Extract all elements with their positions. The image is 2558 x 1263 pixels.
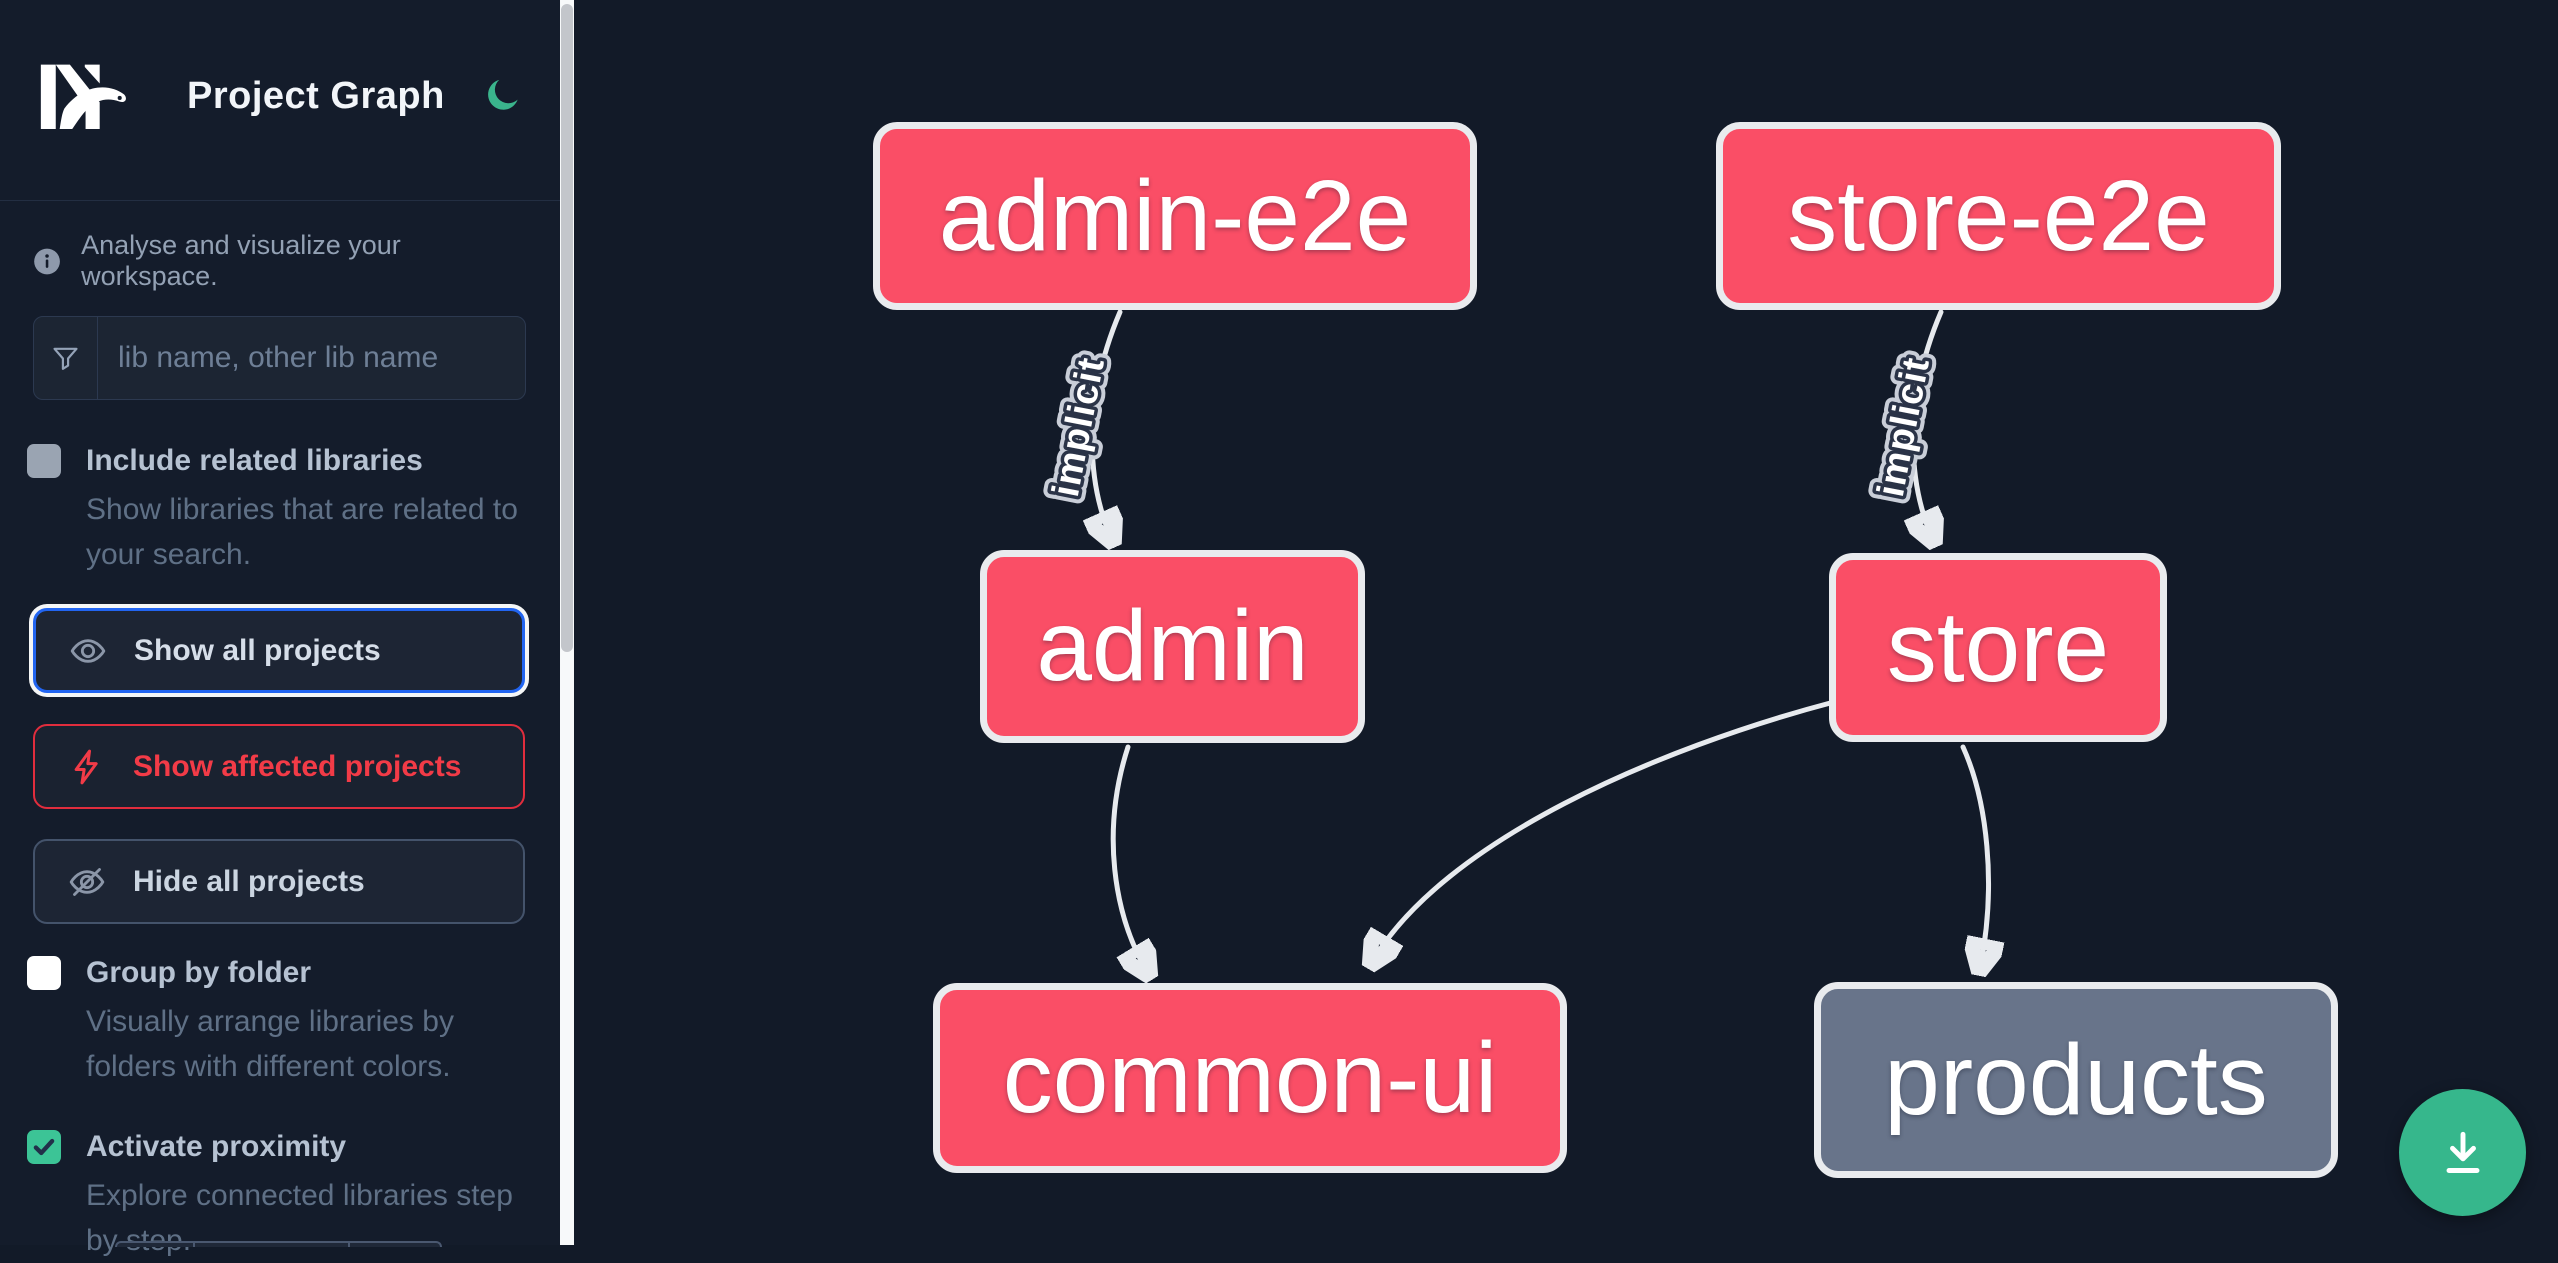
info-icon [34, 248, 60, 274]
show-affected-projects-button[interactable]: Show affected projects [33, 724, 525, 809]
moon-icon [488, 79, 518, 110]
button-label: Hide all projects [133, 864, 365, 898]
eye-slash-icon [69, 867, 105, 896]
checkbox-box[interactable] [27, 956, 61, 990]
nx-logo-icon [40, 64, 126, 129]
filter-icon [34, 317, 98, 399]
graph-node-products[interactable]: products [1814, 982, 2338, 1178]
checkbox-description: Explore connected libraries step by step… [86, 1179, 513, 1257]
edge-store-common-ui [1372, 699, 1837, 962]
search-input[interactable] [98, 317, 525, 399]
checkbox-include-related[interactable]: Include related libraries Show libraries… [27, 442, 527, 577]
button-label: Show affected projects [133, 749, 462, 783]
download-icon [2446, 1131, 2479, 1173]
info-row: Analyse and visualize your workspace. [33, 230, 530, 292]
edge-label-implicit: implicit [1870, 354, 1938, 500]
checkbox-box[interactable] [27, 444, 61, 478]
header-divider [0, 200, 560, 201]
sidebar: Project Graph Analyse and visualize your… [0, 0, 560, 1257]
checkbox-description: Show libraries that are related to your … [86, 493, 518, 571]
eye-icon [70, 638, 106, 663]
scrollbar-thumb[interactable] [561, 4, 573, 652]
theme-toggle-button[interactable] [480, 76, 520, 116]
sidebar-scrollbar[interactable] [560, 0, 574, 1245]
stepper-segment[interactable] [350, 1243, 440, 1247]
graph-edges: implicit implicit implicit implicit [1037, 309, 2558, 1245]
proximity-stepper [115, 1241, 442, 1247]
hide-all-projects-button[interactable]: Hide all projects [33, 839, 525, 924]
checkbox-group-by-folder[interactable]: Group by folder Visually arrange librari… [27, 954, 527, 1089]
download-graph-button[interactable] [2399, 1089, 2526, 1216]
search-box [33, 316, 526, 400]
bolt-icon [74, 749, 98, 784]
checkbox-label: Group by folder [86, 956, 311, 989]
stepper-segment[interactable] [117, 1243, 195, 1247]
checkbox-box[interactable] [27, 1130, 61, 1164]
graph-node-admin-e2e[interactable]: admin-e2e [873, 122, 1477, 310]
edge-admin-e2e-admin [1092, 309, 1120, 540]
edge-store-products [1963, 744, 1988, 968]
edge-label-implicit: implicit [1045, 354, 1113, 500]
checkbox-description: Visually arrange libraries by folders wi… [86, 1005, 454, 1083]
show-all-projects-button[interactable]: Show all projects [33, 608, 525, 693]
edge-store-e2e-store [1913, 309, 1941, 540]
graph-canvas[interactable]: implicit implicit implicit implicit admi… [574, 0, 2558, 1245]
graph-node-common-ui[interactable]: common-ui [933, 983, 1567, 1173]
graph-node-admin[interactable]: admin [980, 550, 1365, 743]
graph-node-store-e2e[interactable]: store-e2e [1716, 122, 2281, 310]
edge-admin-common-ui [1110, 744, 1148, 973]
page-title: Project Graph [187, 74, 445, 117]
sidebar-header: Project Graph [33, 56, 520, 136]
button-label: Show all projects [134, 633, 381, 667]
stepper-segment[interactable] [195, 1243, 350, 1247]
checkbox-label: Include related libraries [86, 444, 423, 477]
checkbox-activate-proximity[interactable]: Activate proximity Explore connected lib… [27, 1128, 527, 1263]
graph-node-store[interactable]: store [1829, 553, 2167, 742]
checkbox-label: Activate proximity [86, 1130, 347, 1163]
checkmark-icon [33, 1138, 55, 1156]
info-text: Analyse and visualize your workspace. [81, 230, 401, 291]
